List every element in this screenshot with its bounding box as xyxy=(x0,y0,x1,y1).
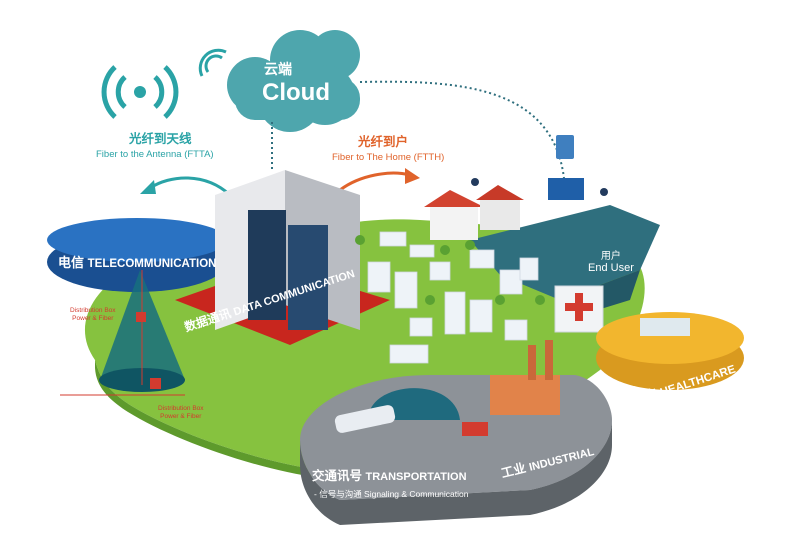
truck xyxy=(462,422,488,436)
distribution-top-line1: Distribution Box xyxy=(70,307,116,314)
telecom-zh: 电信 xyxy=(58,255,85,270)
end-user-label: 用户 End User xyxy=(588,251,634,274)
person-icon xyxy=(471,178,479,186)
ftth-arrowhead xyxy=(405,168,420,184)
laptop-icon xyxy=(548,178,584,200)
house-icon xyxy=(424,185,524,240)
transportation-en: TRANSPORTATION xyxy=(365,471,467,483)
city-buildings xyxy=(367,231,539,364)
transport-platform-front xyxy=(300,420,612,525)
healthcare-disk-top xyxy=(596,312,744,364)
ftta-arrow xyxy=(149,176,232,197)
ftth-en: Fiber to The Home (FTTH) xyxy=(332,152,445,163)
cloud-zh: 云端 xyxy=(264,61,292,77)
transportation-zh: 交通讯号 xyxy=(312,469,363,483)
ftth-arrow xyxy=(339,171,411,192)
factory-building xyxy=(490,375,560,415)
distribution-bottom-line2: Power & Fiber xyxy=(160,413,202,421)
ftta-en: Fiber to the Antenna (FTTA) xyxy=(96,149,214,160)
distribution-box-top xyxy=(136,312,146,322)
cloud-en: Cloud xyxy=(262,79,330,106)
ftta-arrowhead xyxy=(140,180,156,194)
server-rack-1 xyxy=(248,210,286,320)
distribution-box-bottom-label: Distribution Box Power & Fiber xyxy=(158,405,204,421)
distribution-bottom-line1: Distribution Box xyxy=(158,405,204,412)
cloud-shape xyxy=(227,30,360,132)
end-user-en: End User xyxy=(588,262,634,274)
ftta-zh: 光纤到天线 xyxy=(129,132,192,146)
person-icon-2 xyxy=(600,188,608,196)
distribution-top-line2: Power & Fiber xyxy=(72,315,114,323)
wifi-signal-icon xyxy=(101,65,179,119)
factory-chimney-2 xyxy=(545,340,553,380)
telecom-title: 电信 TELECOMMUNICATION xyxy=(58,255,217,271)
end-user-zh: 用户 xyxy=(600,251,621,262)
telecom-en: TELECOMMUNICATION xyxy=(87,258,217,270)
transportation-sub: - 信号与沟通 Signaling & Communication xyxy=(314,489,469,499)
distribution-box-top-label: Distribution Box Power & Fiber xyxy=(70,307,116,323)
factory-chimney-1 xyxy=(528,345,536,380)
red-cross-v xyxy=(575,293,583,321)
server-rack-2 xyxy=(288,225,328,330)
tablet-icon xyxy=(556,135,574,159)
ftth-zh: 光纤到户 xyxy=(358,135,409,149)
small-wifi-icon xyxy=(198,48,227,77)
trees xyxy=(355,235,545,305)
distribution-box-bottom xyxy=(150,378,161,389)
green-land-edge xyxy=(95,360,320,478)
hospital-bed xyxy=(640,318,690,336)
telecom-disk-top xyxy=(47,218,227,262)
transportation-label: 交通讯号 TRANSPORTATION xyxy=(312,469,467,484)
train xyxy=(334,405,396,433)
